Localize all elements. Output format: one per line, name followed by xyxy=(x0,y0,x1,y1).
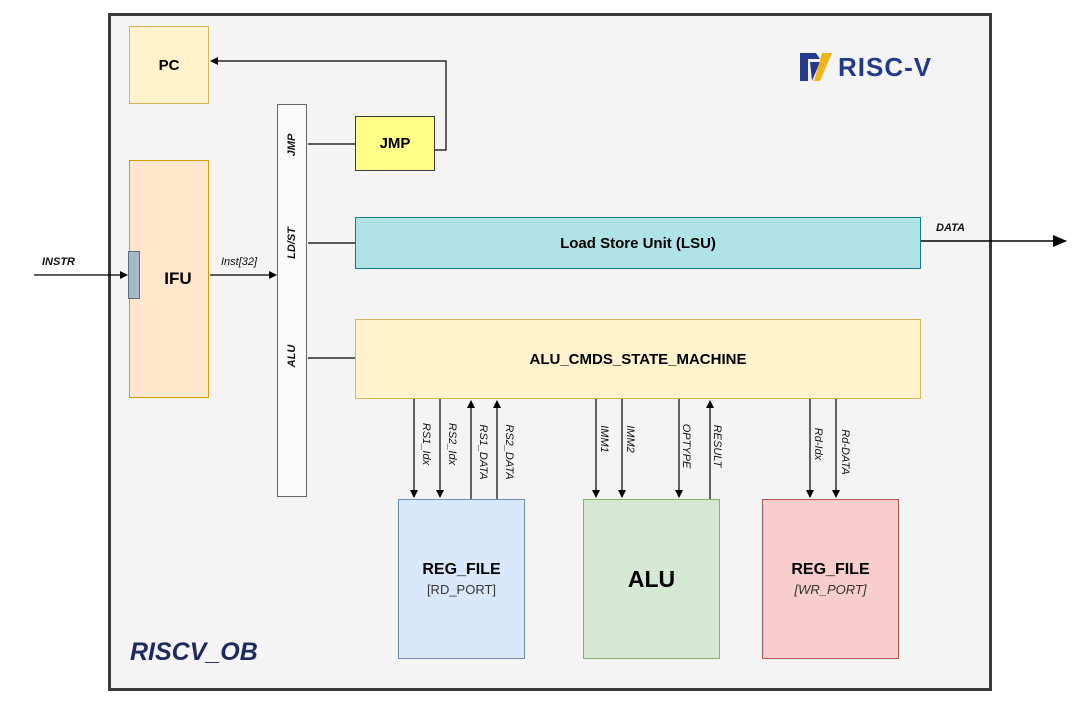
ifu-input-port xyxy=(128,251,140,299)
optype-label: OPTYPE xyxy=(680,423,692,469)
instr-label: INSTR xyxy=(42,256,75,268)
decoder-port-alu: ALU xyxy=(286,344,298,368)
regfile-rd-block: REG_FILE [RD_PORT] xyxy=(398,499,525,659)
rd-idx-label: Rd-Idx xyxy=(812,427,824,461)
imm1-label: IMM1 xyxy=(598,425,610,453)
alu-label: ALU xyxy=(627,565,676,592)
alu-block: ALU xyxy=(583,499,720,659)
pc-block: PC xyxy=(129,26,209,104)
pc-label: PC xyxy=(158,56,180,74)
ifu-block: IFU xyxy=(129,160,209,398)
rs1-data-label: RS1_DATA xyxy=(477,424,489,480)
decoder-bar xyxy=(277,104,307,497)
ifu-label: IFU xyxy=(164,269,192,288)
regfile-rd-title: REG_FILE xyxy=(422,561,501,578)
regfile-wr-sub: [WR_PORT] xyxy=(794,582,867,597)
rs1-idx-label: RS1_Idx xyxy=(420,422,432,466)
risc-v-logo-mark xyxy=(800,53,832,81)
data-label: DATA xyxy=(936,222,965,234)
jmp-label: JMP xyxy=(379,135,411,152)
risc-v-logo: RISC-V xyxy=(800,52,932,82)
result-label: RESULT xyxy=(711,424,723,468)
decoder-port-jmp: JMP xyxy=(286,133,298,157)
rs2-data-label: RS2_DATA xyxy=(503,424,515,480)
jmp-block: JMP xyxy=(355,116,435,171)
regfile-wr-title: REG_FILE xyxy=(791,561,870,578)
regfile-wr-block: REG_FILE [WR_PORT] xyxy=(762,499,899,659)
risc-v-logo-text: RISC-V xyxy=(838,51,933,82)
lsu-block: Load Store Unit (LSU) xyxy=(355,217,921,269)
inst32-label: Inst[32] xyxy=(221,256,258,268)
rs2-idx-label: RS2_Idx xyxy=(446,422,458,466)
riscv-ob-label: RISCV_OB xyxy=(130,638,258,666)
fsm-label: ALU_CMDS_STATE_MACHINE xyxy=(529,350,747,368)
imm2-label: IMM2 xyxy=(624,425,636,453)
regfile-rd-sub: [RD_PORT] xyxy=(426,582,497,597)
decoder-port-ldst: LD/ST xyxy=(286,227,298,259)
rd-data-label: Rd-DATA xyxy=(839,429,851,475)
lsu-label: Load Store Unit (LSU) xyxy=(560,234,716,252)
alu-cmds-state-machine-block: ALU_CMDS_STATE_MACHINE xyxy=(355,319,921,399)
